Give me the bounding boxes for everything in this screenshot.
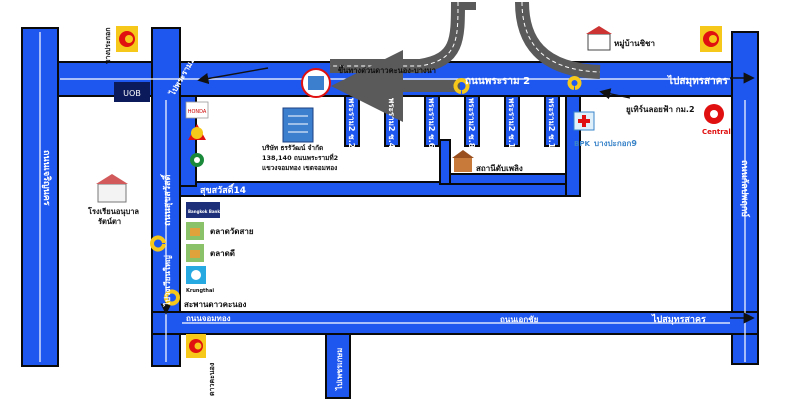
honda-label: HONDA [188,109,207,115]
label-dao-khanong-bridge: สะพานดาวคะนอง [184,300,247,309]
label-kanlapaphruek: ถนนกัลปพฤกษ์ [739,160,751,217]
label-wat-sai-market: ตลาดวัดสาย [210,227,254,236]
market-dee-icon [186,244,204,262]
label-soi-12: พระราม2 ซ.12 [547,98,556,154]
label-charoen-nakhon: ถนนเจริญนคร [41,150,52,206]
road-inner-connector [439,139,451,185]
label-company-line1: บริษัท ธรรัวัฒน์ จำกัด [262,144,323,152]
label-school-line2: รัตน์ตา [98,217,121,226]
uob-logo: UOB [114,82,150,102]
label-bank-box: Bangkok Bank [188,209,220,214]
label-soi-2: พระราม2 ซ.2 [347,98,356,148]
krungthai-logo [186,266,206,284]
bigc-bottom-icon [186,334,206,358]
shell-logo [188,124,206,140]
label-wongwian-yai: ไปวงเวียนใหญ่ [162,255,173,307]
label-village: หมู่บ้านชิชา [614,38,655,49]
soi-10 [504,95,520,147]
road-phetkasem [325,333,351,399]
hospital-icon [573,111,595,131]
label-bang-prakhon: บางประกอก [104,28,112,64]
soi-6 [424,95,440,147]
label-ekkachai: ถนนเอกชัย [500,315,539,324]
company-building-icon [282,68,331,143]
label-company-line3: แขวงจอมทอง เขตจอมทอง [262,164,337,172]
label-chom-thong: ถนนจอมทอง [186,314,231,323]
fire-station-icon [452,150,474,172]
honda-logo: HONDA [185,101,209,119]
label-phetkasem: ไปเพชรเกษม [334,348,344,391]
label-central: Central [702,128,731,136]
school-icon [96,174,128,203]
label-suksawat14: สุขสวัสดิ์14 [200,183,246,196]
label-to-samut-bottom: ไปสมุทรสาคร [651,313,706,325]
central-logo [704,104,724,124]
village-icon [586,26,612,51]
label-dao-khanong-bottom: ดาวคะนอง [208,362,216,396]
label-soi-10: พระราม2 ซ.10 [507,98,516,154]
expressway-flyover [330,1,601,122]
label-soi-4: พระราม2 ซ.4 [387,98,396,149]
label-school-line1: โรงเรียนอนุบาล [87,206,139,216]
label-soi-6: พระราม2 ซ.6 [427,98,436,149]
soi-12 [544,95,560,147]
label-rama2: ถนนพระราม 2 [465,76,530,87]
label-dee-market: ตลาดดี [210,248,235,258]
label-company-line2: 138,140 ถนนพระรามที่2 [262,152,338,162]
label-expressway: ขึ้นทางด่วนดาวคะนอง-บางนา [338,64,436,75]
road-inner-bottom [439,173,567,185]
label-soi-8: พระราม2 ซ.8 [467,98,476,149]
label-bpk: BPK [574,140,590,148]
label-suksawat: ถนนสุขสวัสดิ์ [160,173,173,226]
uob-label: UOB [123,89,141,98]
label-to-samut-top: ไปสมุทรสาคร [667,74,728,87]
label-lotus-note: ยูเทิร์นลอยฟ้า กม.2 [626,104,695,115]
label-krungthai: Krungthai [186,288,214,294]
kbank-logo [190,153,204,167]
soi-8 [464,95,480,147]
bigc-right-icon [700,26,722,52]
label-fire-station: สถานีดับเพลิง [476,163,523,173]
label-bangpakok: บางปะกอก9 [594,139,637,148]
bigc-top-icon [116,26,138,52]
bangkok-bank-logo [186,202,220,218]
market-wat-sai-icon [186,222,204,240]
u-turn-icon [150,76,582,306]
